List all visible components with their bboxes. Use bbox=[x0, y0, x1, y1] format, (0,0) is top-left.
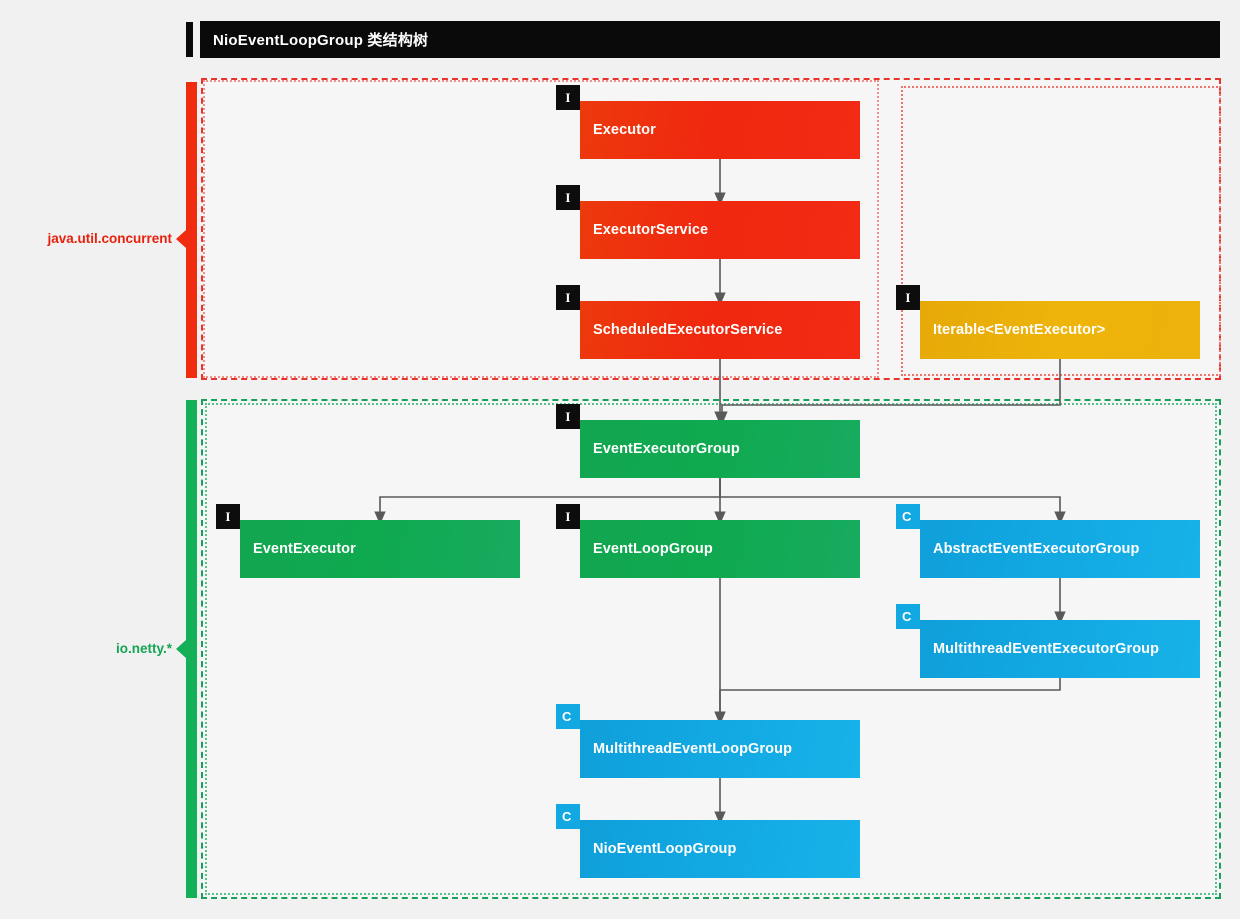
class-badge-icon: C bbox=[556, 704, 580, 729]
node-label: ExecutorService bbox=[593, 222, 709, 238]
interface-badge-icon: I bbox=[556, 85, 580, 110]
interface-badge-icon: I bbox=[556, 185, 580, 210]
header-tick-icon bbox=[186, 22, 193, 57]
edge-multithreadeeg-to-multithreadelg bbox=[714, 678, 1061, 725]
node-executorservice[interactable]: I ExecutorService bbox=[556, 185, 860, 259]
accent-bar-java-util-concurrent bbox=[186, 82, 197, 378]
node-abstracteventexecutorgroup[interactable]: C AbstractEventExecutorGroup bbox=[896, 504, 1200, 578]
page-title: NioEventLoopGroup 类结构树 bbox=[213, 32, 429, 49]
interface-badge-icon: I bbox=[896, 285, 920, 310]
class-badge-icon: C bbox=[896, 604, 920, 629]
node-eventexecutorgroup[interactable]: I EventExecutorGroup bbox=[556, 404, 860, 478]
node-label: MultithreadEventExecutorGroup bbox=[933, 641, 1160, 657]
node-label: EventExecutorGroup bbox=[593, 441, 740, 457]
package-label-io-netty: io.netty.* bbox=[115, 641, 172, 656]
node-label: MultithreadEventLoopGroup bbox=[593, 741, 793, 757]
edge-iterable-to-eventexecutorgroup bbox=[716, 359, 1061, 425]
node-multithreadeventloopgroup[interactable]: C MultithreadEventLoopGroup bbox=[556, 704, 860, 778]
node-eventexecutor[interactable]: I EventExecutor bbox=[216, 504, 520, 578]
interface-badge-icon: I bbox=[556, 504, 580, 529]
header-bar: NioEventLoopGroup 类结构树 bbox=[200, 21, 1220, 58]
accent-arrow-io-netty bbox=[176, 640, 186, 658]
node-scheduledexecutorservice[interactable]: I ScheduledExecutorService bbox=[556, 285, 860, 359]
edge-eeg-to-abstracteeg bbox=[719, 478, 1066, 525]
accent-arrow-java-util-concurrent bbox=[176, 230, 186, 248]
node-multithreadeventexecutorgroup[interactable]: C MultithreadEventExecutorGroup bbox=[896, 604, 1200, 678]
node-executor[interactable]: I Executor bbox=[556, 85, 860, 159]
class-badge-icon: C bbox=[896, 504, 920, 529]
interface-badge-icon: I bbox=[556, 404, 580, 429]
interface-badge-icon: I bbox=[556, 285, 580, 310]
region-jdk-inner-right bbox=[901, 86, 1221, 376]
interface-badge-icon: I bbox=[216, 504, 240, 529]
edge-eeg-to-eventexecutor bbox=[374, 478, 721, 525]
node-label: Iterable<EventExecutor> bbox=[933, 322, 1106, 338]
node-iterable-eventexecutor[interactable]: I Iterable<EventExecutor> bbox=[896, 285, 1200, 359]
class-badge-icon: C bbox=[556, 804, 580, 829]
node-label: NioEventLoopGroup bbox=[593, 841, 737, 857]
node-label: EventLoopGroup bbox=[593, 541, 713, 557]
accent-bar-io-netty bbox=[186, 400, 197, 898]
node-eventloopgroup[interactable]: I EventLoopGroup bbox=[556, 504, 860, 578]
node-label: Executor bbox=[593, 122, 656, 138]
node-label: AbstractEventExecutorGroup bbox=[933, 541, 1140, 557]
node-nioeventloopgroup[interactable]: C NioEventLoopGroup bbox=[556, 804, 860, 878]
package-label-java-util-concurrent: java.util.concurrent bbox=[47, 231, 172, 246]
node-label: ScheduledExecutorService bbox=[593, 322, 783, 338]
region-jdk-inner-left bbox=[203, 80, 879, 378]
region-netty-inner bbox=[205, 403, 1217, 895]
node-label: EventExecutor bbox=[253, 541, 356, 557]
